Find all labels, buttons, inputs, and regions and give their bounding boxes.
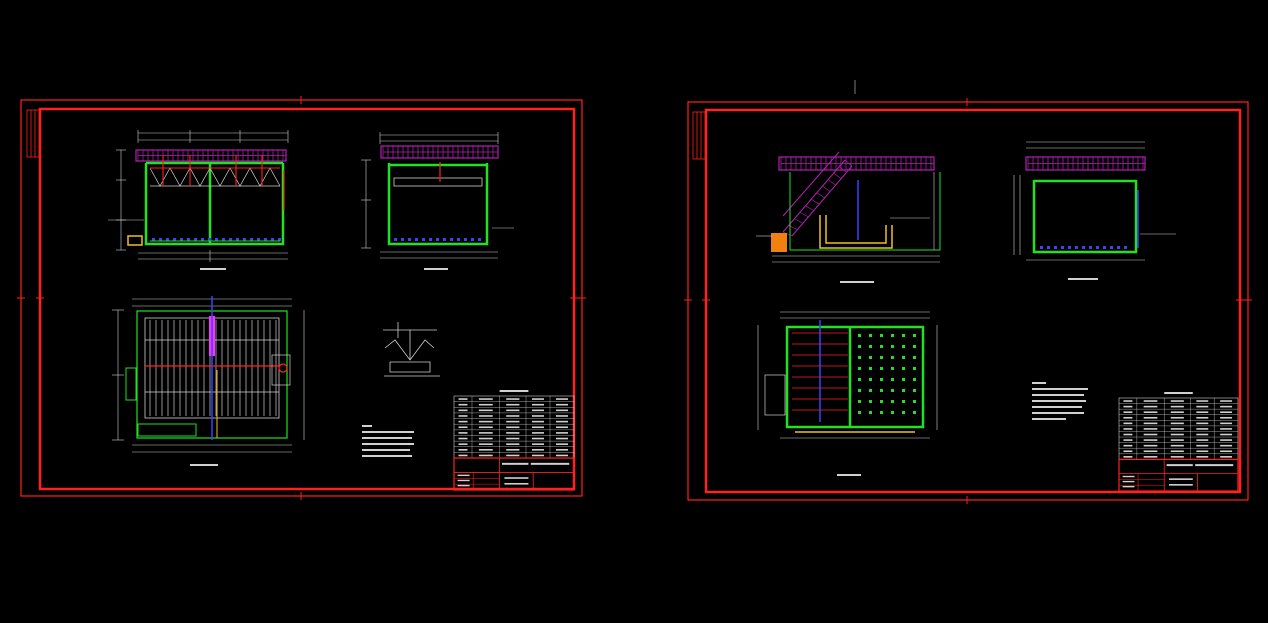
plan-view-2[interactable] [757,311,938,476]
plan-view[interactable] [112,296,305,466]
notes-text [362,425,414,457]
title-block[interactable] [453,390,575,491]
detail-view[interactable] [383,322,440,377]
notes-text [1032,382,1088,420]
drawing-sheet-left[interactable] [17,96,586,500]
binding-strip [692,111,706,160]
center-marks [17,96,586,500]
sheet-outer-border [687,101,1249,501]
section-view-4[interactable] [1013,141,1176,280]
sheet-inner-border [38,107,576,491]
center-marks [684,98,1252,504]
section-view-1[interactable] [108,130,289,270]
section-view-2[interactable] [361,132,514,270]
binding-strip [26,109,40,158]
title-block[interactable] [1118,392,1239,492]
drawing-sheet-right[interactable] [684,80,1252,504]
sheet-inner-border [704,108,1242,494]
section-view-3[interactable] [756,80,941,283]
